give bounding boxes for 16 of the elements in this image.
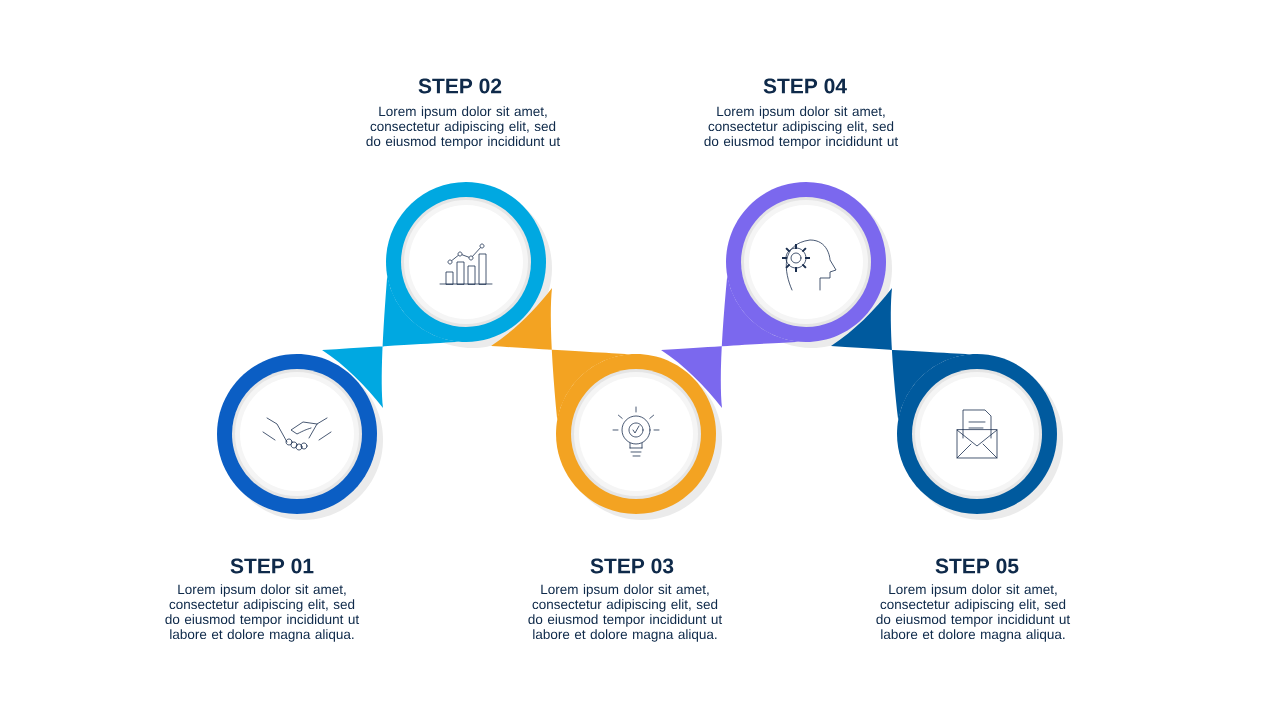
step-circle — [897, 354, 1063, 520]
step-title: STEP 03 — [590, 558, 674, 574]
step-title: STEP 01 — [230, 558, 314, 574]
connector-shape — [831, 288, 970, 421]
connector-shape — [322, 275, 459, 408]
step-description: Lorem ipsum dolor sit amet, consectetur adipiscing elit, sed do eiusmod tempor incididunt ut labore et dolore magna aliqua. — [165, 584, 360, 642]
step-title: STEP 05 — [935, 558, 1019, 574]
step-description: Lorem ipsum dolor sit amet, consectetur adipiscing elit, sed do eiusmod tempor incididunt ut — [366, 106, 561, 149]
step-title: STEP 02 — [418, 78, 502, 94]
step-description: Lorem ipsum dolor sit amet, consectetur adipiscing elit, sed do eiusmod tempor incididunt ut labore et dolore magna aliqua. — [528, 584, 723, 642]
step-title: STEP 04 — [763, 78, 847, 94]
step-circle — [217, 354, 383, 520]
connector-shape — [491, 288, 629, 421]
step-description: Lorem ipsum dolor sit amet, consectetur adipiscing elit, sed do eiusmod tempor incididunt ut — [704, 106, 899, 149]
step-description: Lorem ipsum dolor sit amet, consectetur adipiscing elit, sed do eiusmod tempor incididunt ut labore et dolore magna aliqua. — [876, 584, 1071, 642]
connector-shape — [661, 275, 799, 408]
